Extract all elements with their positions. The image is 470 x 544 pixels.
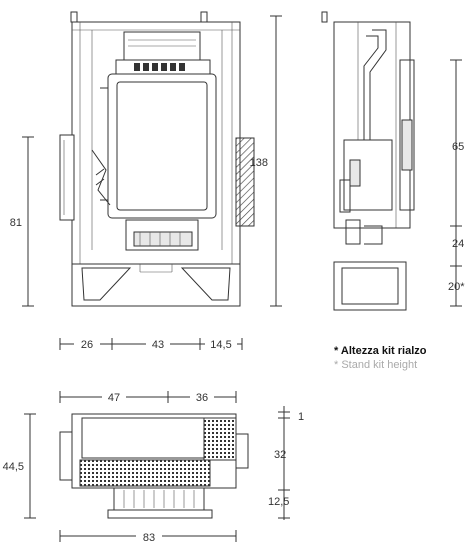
- dim-side-upper: 65: [452, 141, 464, 153]
- top-view: 47 36 44,5 1 32 12,5: [3, 390, 304, 544]
- dim-front-width-center: 43: [152, 339, 164, 351]
- dim-top-width-right: 36: [196, 392, 208, 404]
- blocks-strip: [134, 63, 185, 71]
- dim-top-depth-total: 44,5: [3, 461, 24, 473]
- dim-top-depth-mid: 32: [274, 449, 286, 461]
- dim-front-height: 138: [250, 157, 268, 169]
- dim-front-side-height: 81: [10, 217, 22, 229]
- legend: * Altezza kit rialzo * Stand kit height: [334, 344, 427, 372]
- dim-top-offset: 1: [298, 411, 304, 423]
- dim-front-width-right: 14,5: [210, 339, 231, 351]
- dim-top-depth-bottom: 12,5: [268, 496, 289, 508]
- dim-side-stand: 20*: [448, 281, 465, 293]
- legend-italian: * Altezza kit rialzo: [334, 345, 427, 357]
- dim-front-width-left: 26: [81, 339, 93, 351]
- side-view: 65 24 20*: [321, 11, 465, 311]
- dim-top-width-total: 83: [143, 532, 155, 544]
- legend-english: * Stand kit height: [334, 359, 418, 371]
- front-view: 138 81 26 43 14,5: [10, 11, 282, 351]
- dim-side-middle: 24: [452, 238, 464, 250]
- dim-top-width-left: 47: [108, 392, 120, 404]
